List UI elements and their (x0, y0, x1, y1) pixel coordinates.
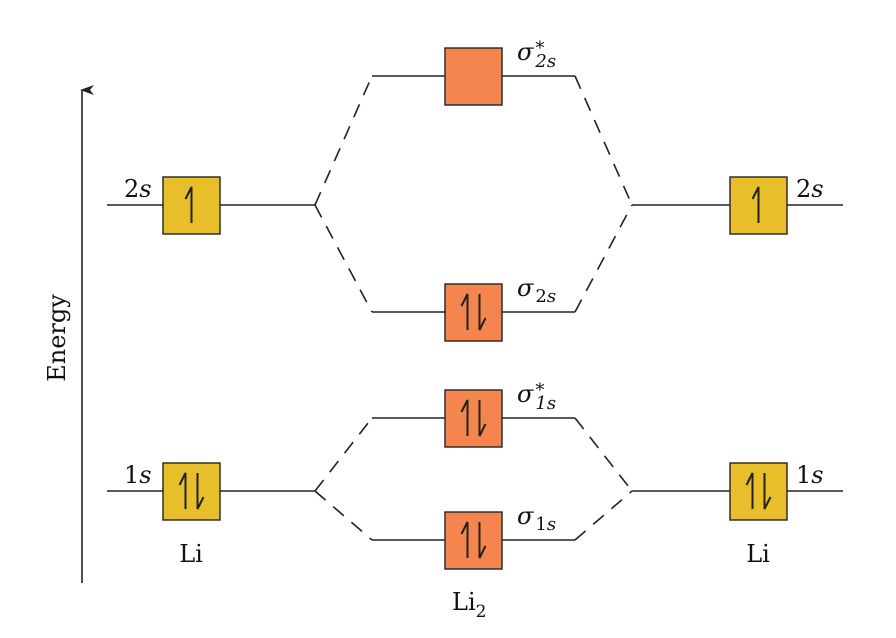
right-orbital-label: 2s (796, 175, 824, 203)
correlation-dash (574, 417, 633, 492)
molecular-orbital-sigma-2s (444, 283, 503, 342)
spin-down-arrow-icon (478, 522, 487, 559)
spin-up-arrow-icon (178, 472, 187, 509)
spin-up-arrow-icon (184, 186, 193, 223)
molecular-orbital-sigma-star-2s (444, 47, 503, 106)
spin-up-arrow-icon (460, 399, 469, 436)
molecular-orbital-label: σ*1s (517, 380, 556, 414)
correlation-dash (574, 204, 633, 313)
correlation-dash (314, 204, 373, 313)
correlation-dash (314, 490, 373, 541)
right-orbital-2s (729, 176, 788, 235)
molecule-label: Li2 (452, 588, 486, 622)
correlation-dash (314, 75, 373, 206)
spin-down-arrow-icon (763, 473, 772, 510)
left-atom-label: Li (179, 540, 203, 568)
spin-up-arrow-icon (751, 186, 760, 223)
energy-axis-label: Energy (43, 294, 71, 382)
left-orbital-2s (162, 176, 221, 235)
spin-down-arrow-icon (478, 294, 487, 331)
correlation-dash (574, 490, 633, 541)
spin-down-arrow-icon (478, 400, 487, 437)
correlation-dash (574, 75, 633, 206)
right-orbital-1s (729, 462, 788, 521)
spin-up-arrow-icon (745, 472, 754, 509)
right-atom-label: Li (746, 540, 770, 568)
right-orbital-label: 1s (796, 461, 824, 489)
molecular-orbital-sigma-1s (444, 511, 503, 570)
correlation-dash (314, 417, 373, 492)
spin-up-arrow-icon (460, 521, 469, 558)
spin-down-arrow-icon (196, 473, 205, 510)
left-orbital-1s (162, 462, 221, 521)
molecular-orbital-sigma-star-1s (444, 389, 503, 448)
left-orbital-label: 2s (124, 175, 152, 203)
molecular-orbital-label: σ*2s (517, 38, 556, 72)
spin-up-arrow-icon (460, 293, 469, 330)
left-orbital-label: 1s (124, 461, 152, 489)
